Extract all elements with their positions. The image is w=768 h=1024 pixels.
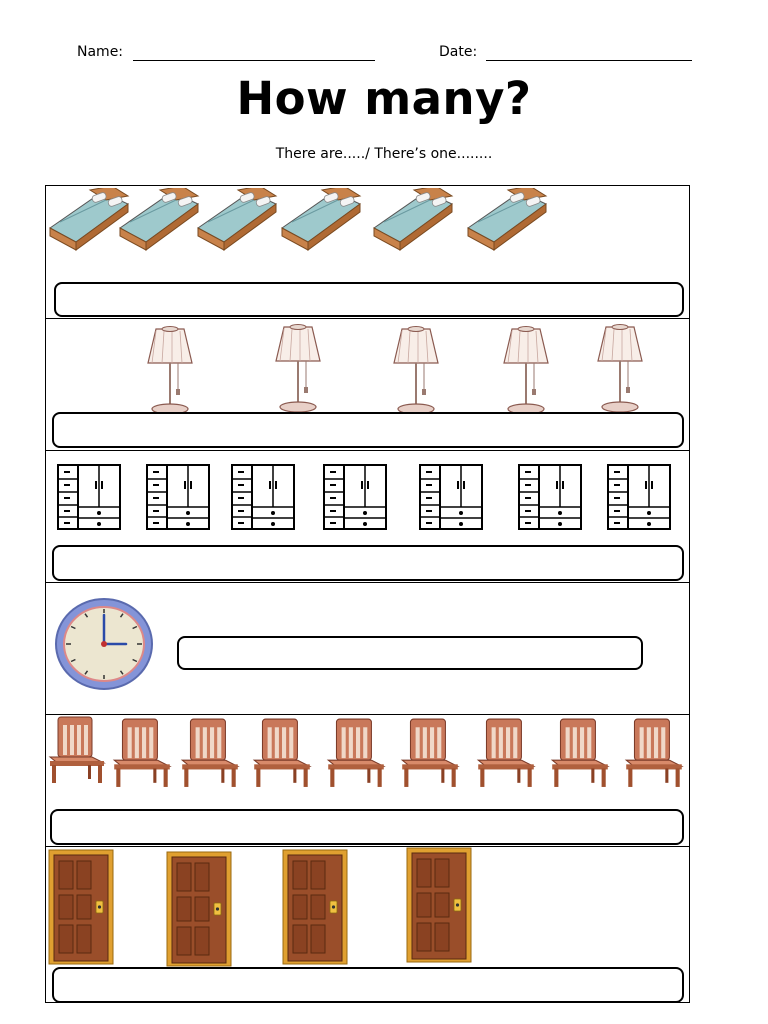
chair-icon — [548, 717, 612, 789]
name-field[interactable] — [133, 60, 375, 61]
page-subtitle: There are...../ There’s one........ — [275, 146, 493, 162]
bed-icon — [464, 188, 548, 258]
wardrobe-icon — [606, 463, 672, 531]
answer-box[interactable] — [52, 967, 684, 1003]
chair-icon — [622, 717, 686, 789]
bed-icon — [370, 188, 454, 258]
wardrobe-row — [46, 450, 689, 582]
wardrobe-icon — [230, 463, 296, 531]
chair-icon — [398, 717, 462, 789]
chair-icon — [250, 717, 314, 789]
bed-icon — [194, 188, 278, 258]
door-row — [46, 846, 689, 1004]
door-icon — [406, 847, 472, 963]
wardrobe-icon — [145, 463, 211, 531]
page-title: How many? — [236, 72, 532, 125]
wardrobe-icon — [517, 463, 583, 531]
lamp-icon — [498, 323, 554, 415]
answer-box[interactable] — [50, 809, 684, 845]
lamp-icon — [388, 323, 444, 415]
chair-row — [46, 714, 689, 846]
date-label: Date: — [439, 44, 478, 60]
clock-row — [46, 582, 689, 714]
door-icon — [48, 849, 114, 965]
lamp-icon — [592, 321, 648, 413]
bed-icon — [46, 188, 130, 258]
chair-icon — [110, 717, 174, 789]
bed-icon — [116, 188, 200, 258]
clock-icon — [54, 597, 154, 691]
date-field[interactable] — [486, 60, 692, 61]
answer-box[interactable] — [52, 412, 684, 448]
chair-icon — [48, 715, 106, 785]
name-label: Name: — [77, 44, 124, 60]
wardrobe-icon — [418, 463, 484, 531]
lamp-icon — [270, 321, 326, 413]
wardrobe-icon — [322, 463, 388, 531]
worksheet-grid — [45, 185, 690, 1003]
chair-icon — [178, 717, 242, 789]
answer-box[interactable] — [52, 545, 684, 581]
door-icon — [166, 851, 232, 967]
door-icon — [282, 849, 348, 965]
wardrobe-icon — [56, 463, 122, 531]
bed-icon — [278, 188, 362, 258]
answer-box[interactable] — [54, 282, 684, 317]
answer-box[interactable] — [177, 636, 643, 670]
chair-icon — [324, 717, 388, 789]
lamp-icon — [142, 323, 198, 415]
lamp-row — [46, 318, 689, 450]
bed-row — [46, 186, 689, 318]
chair-icon — [474, 717, 538, 789]
